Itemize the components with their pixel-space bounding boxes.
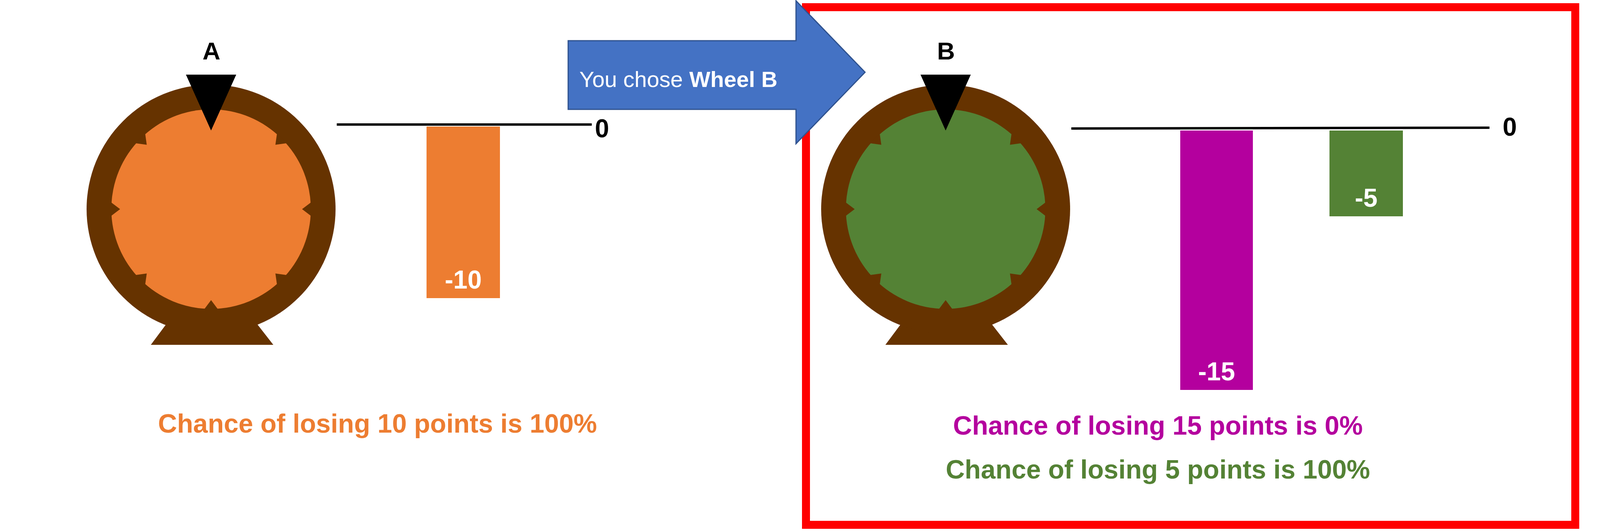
wheel-notch: [302, 201, 312, 216]
choice-arrow: You choseWheel B: [568, 0, 866, 144]
label-holder: A: [79, 38, 344, 64]
label-holder: Chance of losing 10 points is 100%: [158, 408, 597, 439]
zero-line: [336, 123, 592, 126]
wheel-notch: [938, 300, 953, 310]
wheel-notch: [203, 300, 218, 310]
block-arrow: [568, 0, 866, 144]
bar-value: -5: [1329, 185, 1403, 211]
label-holder: 0: [1502, 112, 1518, 142]
wheel-notch: [1009, 133, 1022, 145]
loss-bar: -10: [426, 126, 500, 299]
label-holder: -15: [1180, 358, 1253, 385]
loss-bar: -5: [1329, 130, 1403, 217]
wheel-notch: [275, 133, 287, 145]
selection-frame: B -15 -5Chance of losing 15 points is 0%Ch…: [801, 3, 1580, 529]
label-holder: -10: [426, 266, 500, 293]
wheel-pointer: [185, 74, 237, 131]
wheel-notch: [869, 273, 882, 285]
label-holder: Chance of losing 15 points is 0%Chance o…: [838, 403, 1478, 492]
wheel-notch: [869, 133, 882, 145]
label-holder: 0: [594, 113, 610, 144]
probability-text: Chance of losing 10 points is 100%: [158, 408, 597, 439]
wheel-notch: [1036, 201, 1046, 216]
wheel-letter: A: [79, 38, 344, 64]
arrow-text: You chose: [579, 66, 684, 93]
wheel-face: [111, 109, 311, 309]
wheel-notch: [845, 201, 855, 216]
wheel-figure: [79, 31, 344, 352]
bar-value: -15: [1180, 358, 1253, 385]
wheel-notch: [1009, 273, 1022, 285]
label-holder: B: [814, 38, 1078, 64]
wheel-notch: [110, 201, 121, 216]
arrow-text: Wheel B: [689, 66, 778, 93]
wheel-notch: [135, 133, 147, 145]
label-holder: -5: [1329, 185, 1403, 211]
wheel-face: [845, 109, 1046, 309]
loss-bar: -15: [1180, 130, 1253, 390]
label-holder: You choseWheel B: [579, 66, 778, 93]
probability-text: Chance of losing 15 points is 0%: [838, 403, 1478, 448]
wheel-notch: [275, 273, 287, 285]
axis-zero: 0: [1502, 112, 1518, 142]
wheel-letter: B: [814, 38, 1078, 64]
axis-zero: 0: [594, 113, 610, 144]
wheel-notch: [135, 273, 147, 285]
probability-text: Chance of losing 5 points is 100%: [838, 447, 1478, 492]
zero-line: [1071, 127, 1490, 129]
wheel-pointer: [920, 74, 971, 131]
spinner-wheel: A: [79, 31, 344, 352]
bar-value: -10: [426, 266, 500, 293]
